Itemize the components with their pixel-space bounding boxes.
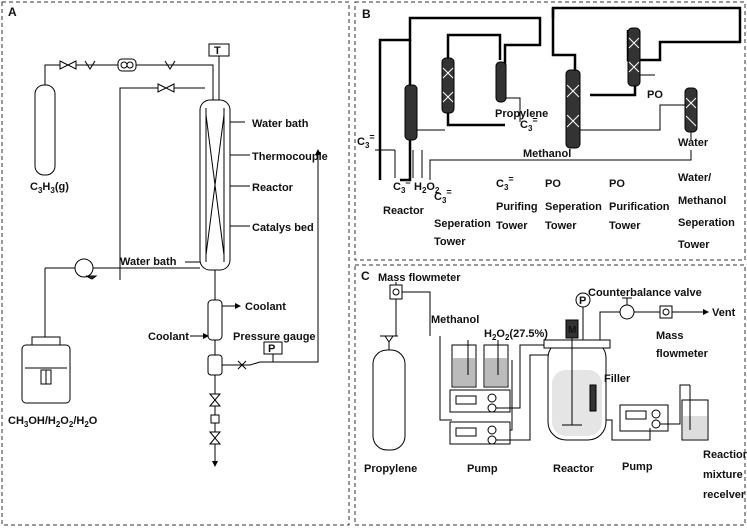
catalyst-bed-cross-2	[205, 114, 225, 256]
catalyst-bed-label: Catalys bed	[252, 222, 314, 234]
valve-a3	[157, 83, 168, 93]
filler-block	[589, 384, 597, 412]
h2o2-label-c: H2O2(27.5%)	[484, 328, 548, 342]
drain-filter	[210, 414, 220, 424]
p-box-label: P	[268, 343, 275, 355]
tower-caption-po-sep-3: Tower	[545, 220, 577, 232]
drain-valve-1	[208, 393, 222, 401]
receiver-label-3: recelver	[703, 489, 746, 501]
coolant-left-label: Coolant	[148, 331, 189, 343]
tower-caption-po-pur-2: Purification	[609, 201, 670, 213]
vent-label: Vent	[712, 307, 736, 319]
tower-caption-po-pur-1: PO	[609, 178, 625, 190]
mass-flowmeter-right-label-2: flowmeter	[656, 348, 709, 360]
methanol-label-c: Methanol	[431, 314, 479, 326]
tower-caption-c3-sep-3: Tower	[434, 236, 466, 248]
c3-purifying-tower	[495, 61, 507, 103]
propylene-cylinder	[372, 349, 406, 451]
water-bath-top-label: Water bath	[252, 118, 309, 130]
methanol-label-b: Methanol	[523, 148, 571, 160]
mass-flowmeter-top-label: Mass flowmeter	[378, 272, 461, 284]
po-separation-tower	[565, 69, 581, 149]
reactor-tower-b	[404, 84, 418, 141]
separator-a	[207, 354, 223, 376]
tower-caption-po-pur-3: Tower	[609, 220, 641, 232]
mass-flowmeter-right	[659, 305, 673, 319]
reactor-label-c: Reactor	[553, 463, 595, 475]
water-bath-bottom-label: Water bath	[120, 256, 177, 268]
panel-b-label: B	[362, 7, 371, 21]
tower-caption-c3-pur-1: C3=	[496, 174, 514, 192]
counterbalance-valve	[619, 304, 635, 320]
receiver-label-1: Reaction	[703, 449, 747, 461]
tower-caption-c3-pur-2: Purifing	[496, 201, 538, 213]
tower-caption-wm-2: Methanol	[678, 195, 726, 207]
panel-b-frame	[354, 1, 746, 261]
mass-flowmeter-right-label-1: Mass	[656, 330, 684, 342]
valve-a1	[59, 60, 70, 70]
tower-caption-c3-sep-2: Seperation	[434, 218, 491, 230]
coolant-right-label: Coolant	[245, 301, 286, 313]
panel-c: C Mass flowmeter Propylene Methanol H2O2…	[354, 264, 747, 526]
condenser	[207, 299, 223, 341]
pump-left-label: Pump	[467, 463, 498, 475]
reactor-lid	[543, 339, 611, 349]
receiver-label-2: mixture	[703, 469, 743, 481]
water-label-b: Water	[678, 137, 709, 149]
pump-right-label: Pump	[622, 461, 653, 473]
po-purification-tower	[627, 27, 641, 87]
panel-a-frame	[1, 1, 350, 526]
po-label-b: PO	[647, 89, 663, 101]
tower-caption-c3-pur-3: Tower	[496, 220, 528, 232]
back-pressure-valve-a	[237, 360, 247, 370]
counterbalance-label: Counterbalance valve	[588, 287, 702, 299]
reactor-label-a: Reactor	[252, 182, 294, 194]
propylene-label-b: Propylene	[495, 108, 548, 120]
panel-a-label: A	[8, 5, 17, 19]
tower-caption-reactor: Reactor	[383, 205, 425, 217]
t-box-label: T	[214, 45, 221, 57]
tower-caption-wm-4: Tower	[678, 239, 710, 251]
m-motor-label: M	[568, 325, 576, 336]
p-gauge-label: P	[579, 295, 586, 307]
drain-valve-2	[208, 431, 222, 439]
liquid-pump-a	[74, 258, 94, 278]
h2o2-feed-label: H2O2	[414, 181, 440, 195]
gas-label: C3H3(g)	[30, 181, 69, 195]
pressure-gauge-label: Pressure gauge	[233, 331, 316, 343]
liquid-feed-label: CH3OH/H2O2/H2O	[8, 415, 98, 429]
gas-cylinder	[34, 84, 56, 176]
c3-left-label: C3=	[357, 132, 375, 150]
mass-flowmeter-left	[389, 284, 403, 300]
check-valve-a2	[164, 60, 176, 70]
c3-recycle-loop	[378, 16, 542, 180]
tower-caption-wm-1: Water/	[678, 172, 711, 184]
thermocouple-label: Thermocouple	[252, 151, 328, 163]
propylene-label-c: Propylene	[364, 463, 417, 475]
panel-c-frame	[354, 264, 746, 526]
panel-c-label: C	[361, 269, 370, 283]
c3-separation-tower	[441, 57, 455, 114]
cylinder-valve-c	[384, 335, 394, 343]
tower-caption-po-sep-1: PO	[545, 178, 561, 190]
tower-caption-po-sep-2: Seperation	[545, 201, 602, 213]
panel-a: A C3H3(g) T Water bath Thermocouple	[1, 1, 350, 526]
tower-caption-wm-3: Seperation	[678, 217, 735, 229]
filler-label: Filler	[604, 373, 631, 385]
check-valve-a1	[84, 60, 96, 70]
panel-b: B C3= C3= Propylene PO	[354, 1, 746, 261]
